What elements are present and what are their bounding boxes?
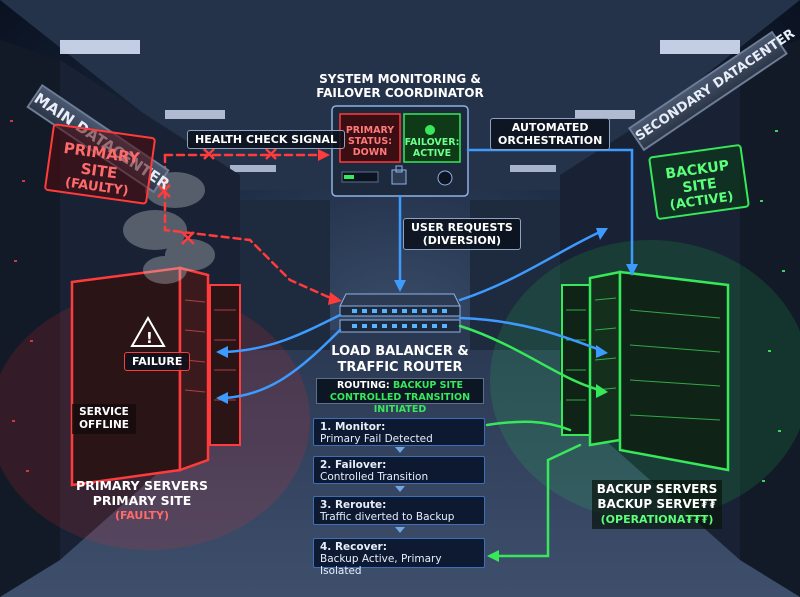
service-offline-line: SERVICE	[79, 406, 129, 418]
routing-value: BACKUP SITE	[392, 380, 464, 391]
primary-status-text: PRIMARY STATUS: DOWN	[340, 125, 400, 158]
warning-icon	[130, 315, 166, 347]
coordinator-title-line: FAILOVER COORDINATOR	[316, 86, 484, 100]
backup-servers-caption-line: BACKUP SERVERS	[596, 482, 718, 496]
primary-status-line: STATUS:	[347, 136, 393, 147]
right-rack-leds	[760, 130, 785, 482]
lock-icon	[391, 169, 407, 185]
primary-servers-caption-line: PRIMARY SERVERS	[76, 478, 208, 493]
step-monitor: 1. Monitor: Primary Fail Detected	[313, 418, 485, 446]
arrowhead	[596, 228, 608, 240]
step-desc: Controlled Transition	[320, 471, 429, 483]
health-check-label: HEALTH CHECK SIGNAL	[187, 130, 345, 149]
active-route-arrow	[458, 324, 602, 392]
failover-status-text: FAILOVER: ACTIVE	[404, 137, 460, 159]
load-balancer-device-top	[339, 293, 461, 307]
user-requests-label: USER REQUESTS (DIVERSION)	[403, 218, 521, 250]
arrowhead	[626, 264, 638, 276]
ceiling-light	[660, 40, 740, 54]
recover-link-arrow	[488, 443, 582, 558]
step-connectors	[395, 447, 405, 533]
primary-status-line: DOWN	[352, 147, 388, 158]
user-requests-line: USER REQUESTS	[411, 221, 513, 234]
left-rack-leds	[10, 120, 33, 472]
automated-orchestration-label: AUTOMATED ORCHESTRATION	[490, 118, 611, 150]
warning-icon-mark: !	[146, 329, 153, 347]
service-offline-line: OFFLINE	[79, 419, 129, 431]
step-recover: 4. Recover: Backup Active, Primary Isola…	[313, 538, 485, 577]
coordinator-title: SYSTEM MONITORING & FAILOVER COORDINATOR	[315, 72, 485, 100]
check-icon	[425, 125, 435, 135]
step-desc: Traffic diverted to Backup	[320, 511, 455, 523]
route-arrow-left-lower	[223, 328, 342, 400]
automated-line: ORCHESTRATION	[498, 134, 603, 147]
backup-site-box: BACKUP SITE (ACTIVE)	[648, 143, 750, 221]
arrowhead	[328, 292, 342, 305]
step-reroute: 3. Reroute: Traffic diverted to Backup	[313, 496, 485, 525]
arrowhead	[487, 550, 499, 562]
routing-status-box: ROUTING: BACKUP SITE CONTROLLED TRANSITI…	[316, 378, 484, 415]
backup-server-cluster	[561, 270, 730, 472]
primary-status-screen	[339, 113, 401, 163]
primary-status-line: PRIMARY	[345, 125, 395, 136]
failure-label: FAILURE	[124, 352, 191, 371]
routing-status-line: ROUTING: BACKUP SITE	[317, 380, 483, 392]
step-title: 3. Reroute:	[320, 499, 387, 511]
arrowhead	[596, 345, 608, 358]
arrowhead	[216, 346, 228, 358]
primary-site-box: PRIMARY SITE (FAULTY)	[43, 123, 157, 205]
route-arrow-left-upper	[223, 313, 342, 354]
step-title: 2. Failover:	[320, 459, 387, 471]
load-balancer-device-top-face	[339, 305, 461, 317]
ceiling-light	[230, 165, 276, 172]
arrowhead	[318, 149, 330, 161]
step-desc: Backup Active, Primary Isolated	[320, 553, 442, 577]
automated-line: AUTOMATED	[511, 121, 589, 134]
power-knob-icon	[437, 170, 453, 186]
meter-fill	[344, 175, 354, 179]
step-failover: 2. Failover: Controlled Transition	[313, 456, 485, 484]
orchestration-arrow	[466, 148, 634, 270]
step-title: 4. Recover:	[320, 541, 387, 553]
ceiling-light	[510, 165, 556, 172]
arrowhead	[394, 280, 406, 292]
backup-servers-caption-state: (OPERATIONA₮₮₮)	[600, 513, 714, 526]
failover-status-line: FAILOVER:	[404, 137, 460, 148]
failed-link-arrow	[163, 153, 337, 302]
ceiling-light	[165, 110, 225, 119]
routing-prefix: ROUTING:	[336, 380, 393, 391]
primary-servers-caption: PRIMARY SERVERS PRIMARY SITE (FAULTY)	[62, 478, 222, 523]
arrowhead	[216, 392, 228, 404]
route-arrow-upper	[458, 230, 602, 302]
right-rack-wall	[740, 40, 800, 597]
failover-status-screen	[403, 113, 461, 163]
service-offline-label: SERVICE OFFLINE	[72, 404, 136, 434]
step-desc: Primary Fail Detected	[320, 433, 433, 445]
transition-status: CONTROLLED TRANSITION INITIATED	[329, 392, 471, 415]
primary-servers-caption-state: (FAULTY)	[114, 509, 170, 522]
arrowhead	[596, 384, 608, 398]
coordinator-title-line: SYSTEM MONITORING &	[319, 72, 481, 86]
step-title: 1. Monitor:	[320, 421, 386, 433]
lock-shackle	[395, 165, 403, 173]
load-balancer-title: LOAD BALANCER & TRAFFIC ROUTER	[320, 344, 480, 376]
load-balancer-ports	[352, 309, 447, 328]
ceiling-light	[60, 40, 140, 54]
route-arrow-middle	[458, 316, 602, 352]
meter-bar	[341, 171, 379, 183]
primary-servers-caption-line: PRIMARY SITE	[92, 493, 192, 508]
load-balancer-title-line: LOAD BALANCER &	[331, 344, 469, 359]
failover-status-line: ACTIVE	[412, 148, 452, 159]
backup-servers-caption: BACKUP SERVERS BACKUP SERVE₮₮ (OPERATION…	[592, 480, 722, 529]
ceiling-light	[575, 110, 635, 119]
user-requests-line: (DIVERSION)	[422, 234, 502, 247]
backup-servers-caption-line: BACKUP SERVE₮₮	[597, 497, 717, 511]
monitor-link-arrow	[485, 420, 572, 432]
load-balancer-title-line: TRAFFIC ROUTER	[337, 360, 463, 375]
